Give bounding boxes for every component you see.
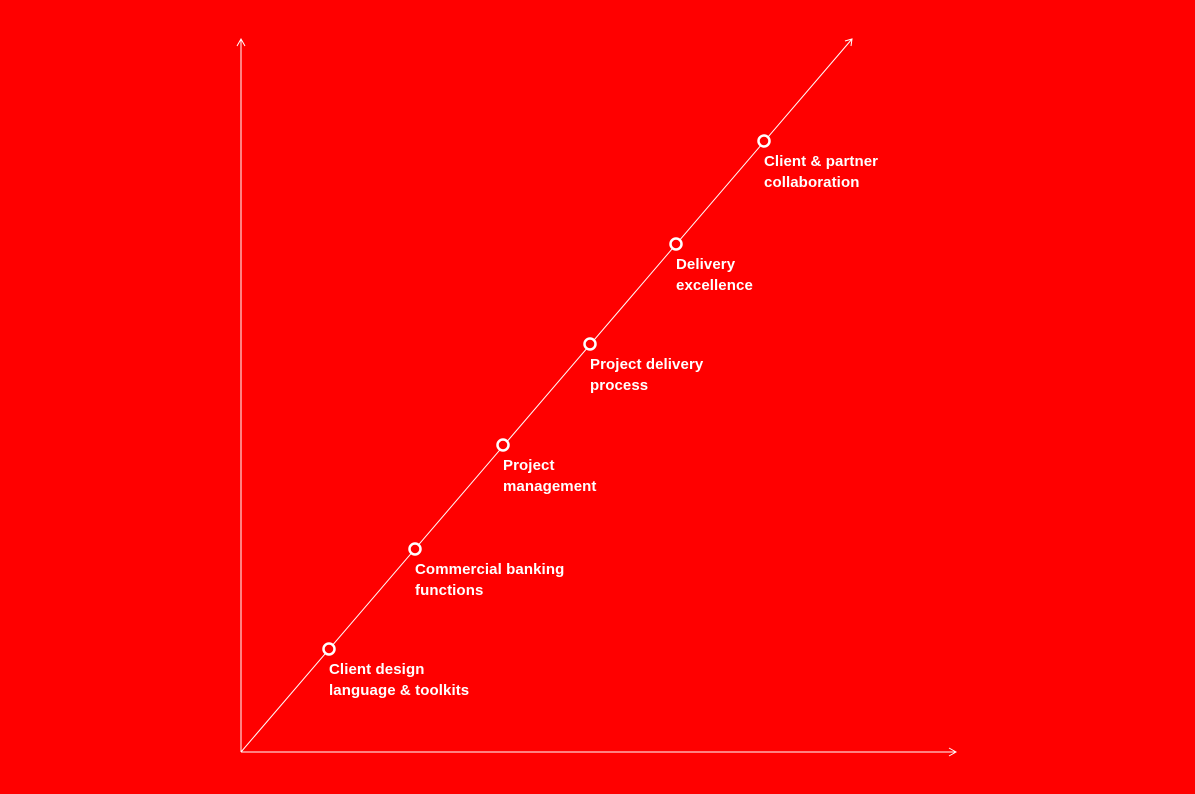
milestone-label: Project delivery process [590, 356, 704, 394]
axes [236, 37, 958, 757]
milestone-label: Project management [503, 457, 597, 495]
milestone-marker [322, 642, 336, 656]
milestone-label: Client design language & toolkits [329, 661, 470, 699]
trend [240, 38, 853, 753]
progression-line [240, 38, 853, 753]
milestone-marker [496, 438, 510, 452]
milestone-marker [757, 134, 771, 148]
milestone-label: Delivery excellence [676, 256, 753, 294]
milestone-marker [583, 337, 597, 351]
x-axis-arrowhead [948, 747, 958, 757]
y-axis-arrowhead [236, 37, 246, 47]
milestone-markers [322, 134, 771, 656]
progression-arrowhead [844, 38, 853, 47]
milestone-marker [669, 237, 683, 251]
milestone-marker [408, 542, 422, 556]
milestone-label: Client & partner collaboration [764, 153, 879, 191]
milestone-label: Commercial banking functions [415, 561, 565, 599]
